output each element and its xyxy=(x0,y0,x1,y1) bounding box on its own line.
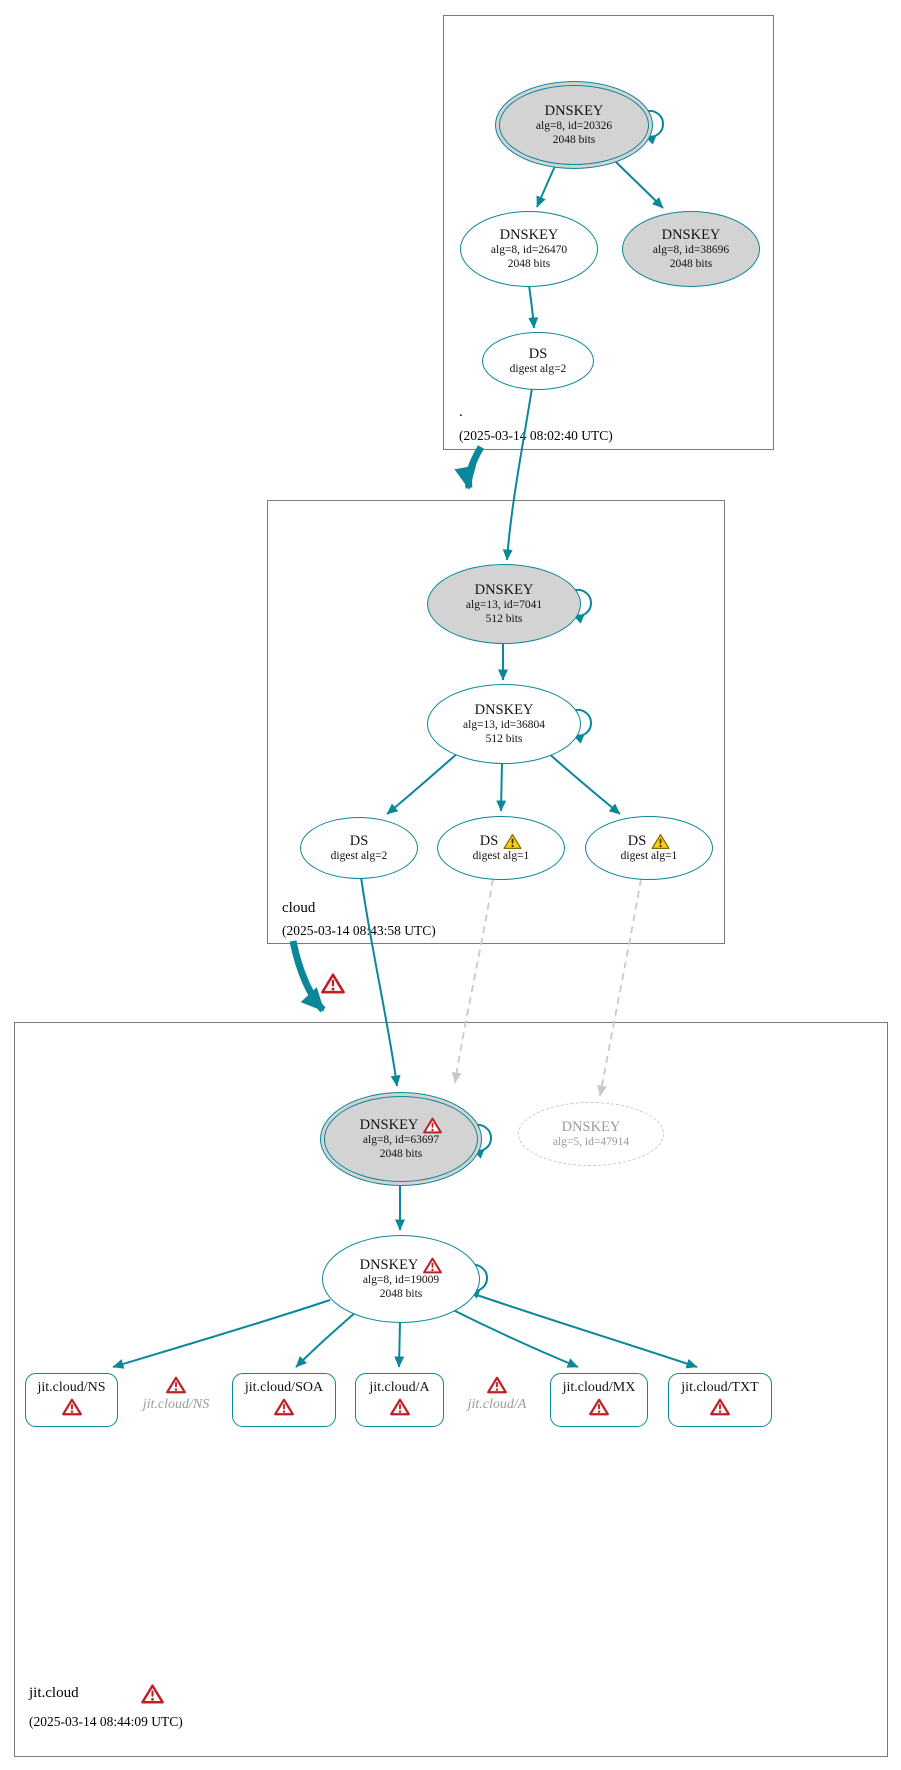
node-detail: 512 bits xyxy=(485,732,523,745)
error-triangle-icon xyxy=(423,1117,442,1134)
node-detail: alg=13, id=36804 xyxy=(463,718,545,731)
edge-delegation-root-to-cloud xyxy=(454,445,485,490)
zone-timestamp-jit-cloud: (2025-03-14 08:44:09 UTC) xyxy=(29,1714,183,1729)
edge-delegation-cloud-to-jit xyxy=(289,940,326,1013)
rrset-label: jit.cloud/TXT xyxy=(681,1380,759,1395)
node-detail: 512 bits xyxy=(485,612,523,625)
node-detail: alg=8, id=20326 xyxy=(535,119,613,132)
ds-node-cloud-alg1a: DS digest alg=1 xyxy=(437,816,565,880)
node-detail: 2048 bits xyxy=(507,257,551,270)
rrset-ghost-ns: jit.cloud/NS xyxy=(136,1376,216,1413)
zone-timestamp-root: (2025-03-14 08:02:40 UTC) xyxy=(459,428,613,443)
zone-name-root: . xyxy=(459,404,463,420)
zone-timestamp-cloud: (2025-03-14 08:43:58 UTC) xyxy=(282,923,436,938)
dnskey-node-jit-ksk: DNSKEY alg=8, id=63697 2048 bits xyxy=(320,1092,482,1186)
node-detail: alg=13, id=7041 xyxy=(465,598,543,611)
dnskey-node-root-ksk: DNSKEY alg=8, id=20326 2048 bits xyxy=(495,81,653,169)
node-type: DNSKEY xyxy=(561,1118,621,1135)
error-triangle-icon xyxy=(321,973,345,994)
error-triangle-icon xyxy=(62,1398,82,1416)
dnskey-node-jit-insecure: DNSKEY alg=5, id=47914 xyxy=(518,1102,664,1166)
zone-name-cloud: cloud xyxy=(282,900,316,916)
node-detail: digest alg=1 xyxy=(620,849,678,862)
ds-node-cloud-alg1b: DS digest alg=1 xyxy=(585,816,713,880)
rrset-box-a: jit.cloud/A xyxy=(355,1373,444,1427)
node-type: DS xyxy=(349,832,369,849)
zone-box-jit-cloud: jit.cloud (2025-03-14 08:44:09 UTC) xyxy=(14,1022,888,1757)
rrset-label: jit.cloud/A xyxy=(369,1380,430,1395)
rrset-box-soa: jit.cloud/SOA xyxy=(232,1373,336,1427)
dnskey-node-root-38696: DNSKEY alg=8, id=38696 2048 bits xyxy=(622,211,760,287)
node-detail: 2048 bits xyxy=(552,133,596,146)
node-type: DNSKEY xyxy=(499,226,559,243)
rrset-label: jit.cloud/SOA xyxy=(244,1380,324,1395)
error-triangle-icon xyxy=(274,1398,294,1416)
error-triangle-icon xyxy=(589,1398,609,1416)
dnskey-node-cloud-zsk: DNSKEY alg=13, id=36804 512 bits xyxy=(427,684,581,764)
node-detail: digest alg=1 xyxy=(472,849,530,862)
rrset-label: jit.cloud/NS xyxy=(37,1380,106,1395)
node-detail: 2048 bits xyxy=(669,257,713,270)
node-detail: digest alg=2 xyxy=(330,849,388,862)
ds-node-root: DS digest alg=2 xyxy=(482,332,594,390)
node-type: DNSKEY xyxy=(359,1256,419,1273)
rrset-ghost-a: jit.cloud/A xyxy=(457,1376,537,1413)
rrset-box-mx: jit.cloud/MX xyxy=(550,1373,648,1427)
node-detail: alg=8, id=26470 xyxy=(490,243,568,256)
zone-box-root: . (2025-03-14 08:02:40 UTC) xyxy=(443,15,774,450)
error-triangle-icon xyxy=(710,1398,730,1416)
rrset-label: jit.cloud/A xyxy=(467,1397,527,1412)
rrset-label: jit.cloud/NS xyxy=(142,1397,210,1412)
warning-triangle-icon xyxy=(651,833,670,850)
node-detail: alg=8, id=38696 xyxy=(652,243,730,256)
error-triangle-icon xyxy=(141,1684,164,1704)
error-triangle-icon xyxy=(390,1398,410,1416)
error-triangle-icon xyxy=(423,1257,442,1274)
node-type: DNSKEY xyxy=(474,701,534,718)
zone-name-jit-cloud: jit.cloud xyxy=(29,1685,79,1701)
warning-triangle-icon xyxy=(503,833,522,850)
rrset-label: jit.cloud/MX xyxy=(562,1380,636,1395)
ds-node-cloud-alg2: DS digest alg=2 xyxy=(300,817,418,879)
node-type: DNSKEY xyxy=(359,1116,419,1133)
node-detail: alg=8, id=19009 xyxy=(362,1273,440,1286)
rrset-box-txt: jit.cloud/TXT xyxy=(668,1373,772,1427)
error-triangle-icon xyxy=(166,1376,186,1394)
node-detail: alg=5, id=47914 xyxy=(552,1135,630,1148)
node-detail: 2048 bits xyxy=(379,1287,423,1300)
dnskey-node-cloud-ksk: DNSKEY alg=13, id=7041 512 bits xyxy=(427,564,581,644)
node-detail: digest alg=2 xyxy=(509,362,567,375)
node-type: DNSKEY xyxy=(474,581,534,598)
node-detail: 2048 bits xyxy=(379,1147,423,1160)
node-type: DS xyxy=(627,832,647,849)
dnskey-node-root-zsk: DNSKEY alg=8, id=26470 2048 bits xyxy=(460,211,598,287)
dnskey-node-jit-zsk: DNSKEY alg=8, id=19009 2048 bits xyxy=(322,1235,480,1323)
node-type: DNSKEY xyxy=(544,102,604,119)
node-type: DNSKEY xyxy=(661,226,721,243)
rrset-box-ns: jit.cloud/NS xyxy=(25,1373,118,1427)
node-type: DS xyxy=(528,345,548,362)
node-type: DS xyxy=(479,832,499,849)
node-detail: alg=8, id=63697 xyxy=(362,1133,440,1146)
error-triangle-icon xyxy=(487,1376,507,1394)
